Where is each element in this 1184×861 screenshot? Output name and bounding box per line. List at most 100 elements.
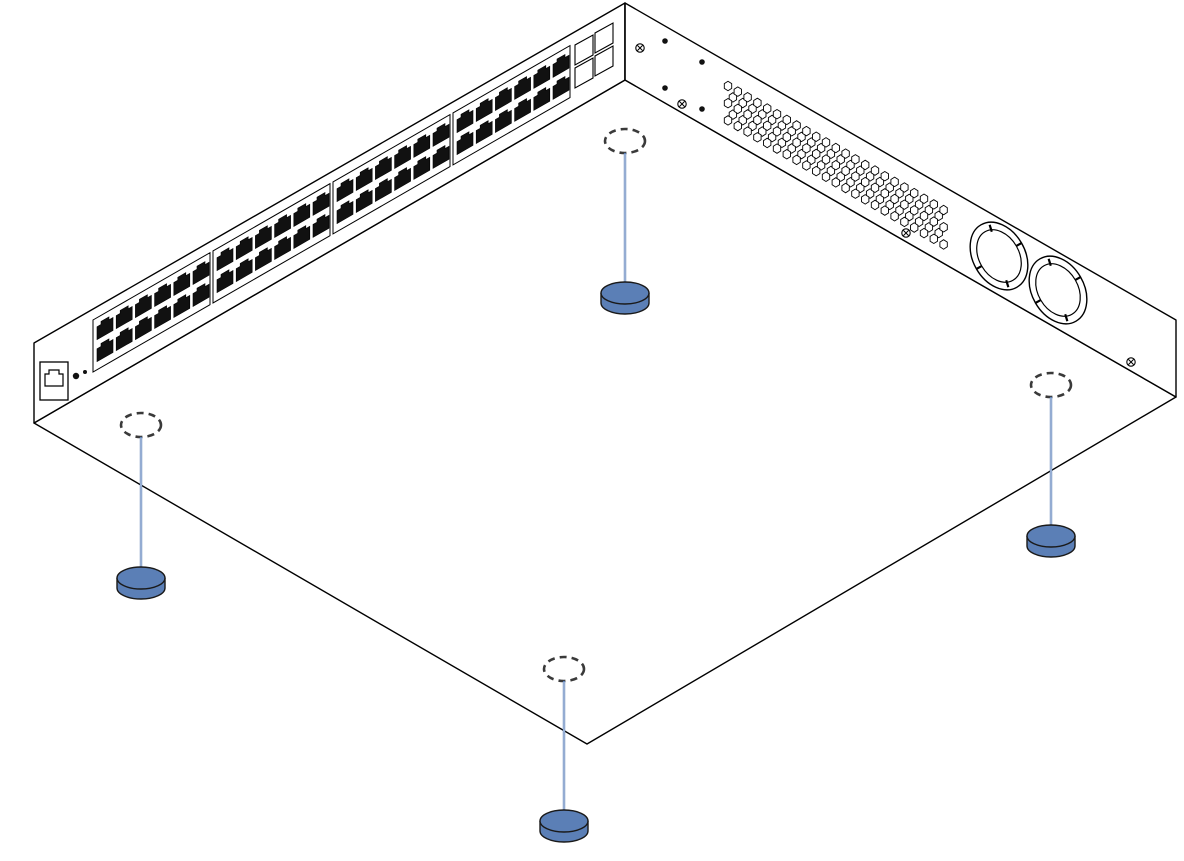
rj45-port: [96, 316, 114, 341]
vent-hole: [861, 159, 870, 171]
rj45-port: [533, 87, 551, 111]
vent-hole: [733, 86, 742, 97]
rubber-foot-1: [600, 127, 650, 315]
vent-hole: [792, 137, 801, 148]
rj45-port: [475, 98, 493, 123]
rj45-port: [432, 145, 450, 169]
vent-hole: [763, 137, 772, 149]
rj45-port: [375, 156, 392, 181]
rubber-foot-2: [116, 411, 166, 600]
foot-pad-top: [539, 809, 589, 833]
rj45-port: [552, 75, 570, 100]
rj45-port: [173, 272, 191, 296]
vent-hole: [753, 132, 762, 143]
rj45-port: [135, 294, 152, 319]
rubber-foot-4: [539, 655, 589, 843]
sfp-slot: [594, 22, 614, 54]
vent-hole: [812, 148, 821, 160]
vent-hole: [910, 222, 919, 233]
port-group-frame: [452, 44, 571, 166]
vent-hole: [723, 115, 733, 126]
vent-hole: [929, 233, 938, 245]
vent-hole: [890, 193, 899, 205]
rj45-port: [115, 327, 133, 352]
rj45-port: [312, 214, 330, 238]
vent-hole: [753, 97, 762, 109]
vent-hole: [880, 188, 889, 199]
vent-hole: [733, 103, 742, 115]
sfp-slot: [594, 45, 614, 77]
rj45-port: [514, 98, 531, 122]
rj45-port: [192, 283, 210, 307]
rj45-port: [96, 338, 114, 363]
vent-hole: [841, 165, 850, 177]
rj45-port: [115, 305, 133, 330]
rj45-port: [255, 225, 272, 250]
vent-hole: [890, 176, 899, 188]
vent-hole: [939, 221, 948, 233]
vent-hole: [753, 114, 762, 126]
rj45-port: [475, 120, 493, 145]
rj45-port: [216, 269, 234, 294]
rj45-port: [355, 189, 373, 214]
vent-hole: [919, 210, 929, 222]
vent-hole: [919, 193, 929, 205]
rj45-port: [355, 167, 373, 192]
rj45-port: [495, 87, 512, 111]
rj45-port: [432, 123, 450, 147]
sfp-slots: [574, 22, 614, 89]
vent-hole: [900, 216, 909, 228]
rj45-port: [173, 294, 191, 318]
vent-hole: [782, 148, 791, 160]
vent-hole: [831, 159, 840, 171]
vent-hole: [831, 177, 840, 188]
ventilation-grille: [723, 80, 948, 250]
rj45-port: [336, 200, 354, 225]
rj45-port: [456, 131, 474, 156]
vent-hole: [910, 187, 919, 199]
vent-hole: [772, 126, 782, 137]
rj45-port: [274, 236, 291, 260]
rj45-port: [375, 178, 392, 203]
vent-hole: [919, 227, 929, 239]
vent-hole: [763, 103, 772, 114]
vent-hole: [929, 216, 938, 227]
vent-hole: [890, 210, 899, 222]
switch-chassis: [33, 2, 1177, 745]
port-group-frame: [332, 113, 451, 235]
rj45-port: [154, 305, 171, 330]
vent-hole: [792, 120, 801, 131]
rj45-port: [216, 247, 234, 272]
chassis-bottom-face: [33, 79, 1177, 745]
vent-hole: [870, 182, 880, 194]
vent-hole: [861, 194, 870, 205]
vent-hole: [743, 91, 752, 103]
rj45-port: [312, 192, 330, 216]
screw-icon: [1126, 357, 1136, 367]
vent-hole: [880, 170, 889, 182]
rj45-port: [293, 225, 311, 249]
rj45-port: [413, 156, 431, 180]
vent-hole: [763, 120, 772, 132]
foot-pad-top: [600, 281, 650, 305]
vent-hole: [851, 171, 860, 182]
rj45-port: [235, 236, 253, 261]
vent-hole: [772, 108, 782, 120]
rj45-port: [192, 261, 210, 285]
foot-pad-top: [1026, 524, 1076, 548]
rj45-port: [154, 283, 171, 308]
vent-hole: [812, 165, 821, 177]
vent-hole: [821, 171, 831, 183]
screw-icon: [901, 228, 911, 238]
vent-hole: [870, 165, 880, 176]
screw-icon: [677, 99, 687, 109]
fan-icon: [1028, 255, 1088, 325]
console-port: [39, 361, 69, 401]
vent-hole: [812, 131, 821, 143]
port-group-4: [452, 44, 571, 166]
vent-hole: [939, 239, 948, 250]
rj45-port: [495, 109, 512, 133]
rj45-port: [456, 109, 474, 134]
vent-hole: [939, 204, 948, 216]
rj45-port: [255, 247, 272, 272]
